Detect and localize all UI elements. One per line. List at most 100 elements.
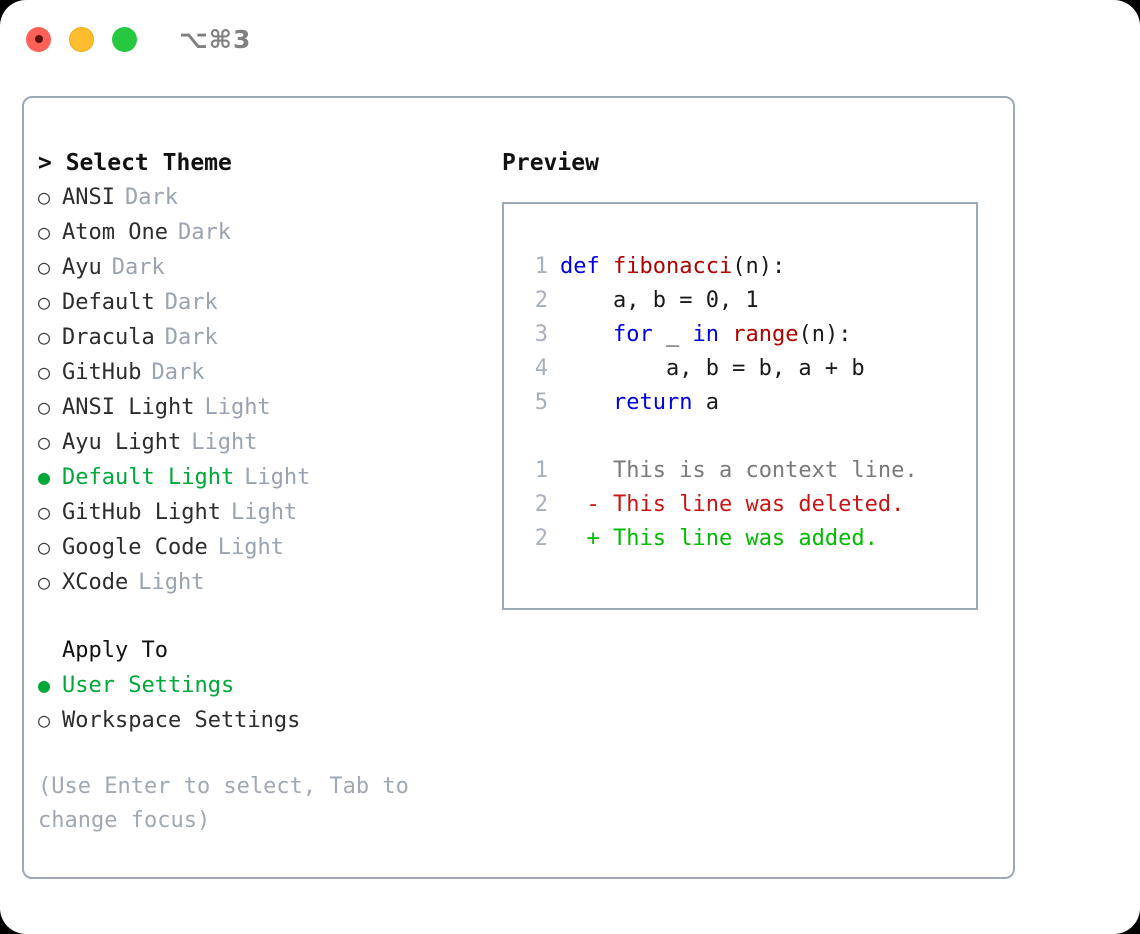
theme-name-label: Default	[62, 290, 155, 315]
keyboard-shortcut-label: ⌥⌘3	[179, 24, 252, 54]
theme-mode-tag: Light	[138, 570, 205, 595]
theme-mode-tag: Dark	[151, 360, 205, 385]
radio-unselected-icon: ○	[38, 535, 51, 559]
page-title: > Select Theme	[38, 150, 232, 176]
code-token-kw: return	[612, 390, 693, 415]
theme-mode-tag: Dark	[177, 220, 231, 245]
code-line: 3 for _ in range(n):	[518, 318, 976, 352]
apply-to-option[interactable]: ○ Workspace Settings	[38, 703, 478, 738]
code-line: 5 return a	[518, 386, 976, 420]
radio-unselected-icon: ○	[38, 255, 51, 279]
diff-line: 2 - This line was deleted.	[518, 488, 976, 522]
code-line: 4 a, b = b, a + b	[518, 352, 976, 386]
code-line: 2 a, b = 0, 1	[518, 284, 976, 318]
diff-marker: -	[560, 492, 600, 517]
code-token-plain: a	[692, 390, 719, 415]
theme-name-label: Ayu Light	[62, 430, 182, 455]
apply-to-option[interactable]: ●User Settings	[38, 668, 478, 703]
apply-to-option-label: Workspace Settings	[62, 708, 301, 733]
minimize-window-button[interactable]	[69, 26, 94, 52]
theme-name-label: Google Code	[62, 535, 208, 560]
code-diff-separator	[518, 420, 976, 454]
radio-selected-icon: ●	[38, 673, 51, 697]
theme-list-item[interactable]: ● Default Light Light	[38, 460, 478, 495]
radio-unselected-icon: ○	[38, 708, 51, 732]
recording-indicator-icon	[34, 35, 43, 43]
theme-mode-tag: Light	[244, 465, 311, 490]
close-window-button[interactable]	[26, 26, 51, 52]
diff-marker: +	[560, 526, 600, 551]
code-line-text: a, b = b, a + b	[560, 352, 865, 386]
theme-list-item[interactable]: ○ Google Code Light	[38, 530, 478, 565]
theme-mode-tag: Dark	[111, 255, 165, 280]
code-token-kw: def	[560, 254, 613, 279]
maximize-window-button[interactable]	[112, 26, 137, 52]
radio-selected-icon: ●	[38, 465, 51, 489]
diff-line-text: This line was deleted.	[599, 492, 905, 517]
code-token-plain: _	[652, 322, 693, 347]
code-line-text: a, b = 0, 1	[560, 284, 759, 318]
radio-unselected-icon: ○	[38, 430, 51, 454]
theme-mode-tag: Light	[204, 395, 271, 420]
theme-list-item[interactable]: ○ Atom One Dark	[38, 215, 478, 250]
code-token-plain	[719, 322, 732, 347]
diff-line-text: This line was added.	[599, 526, 878, 551]
code-token-plain	[560, 322, 613, 347]
radio-unselected-icon: ○	[38, 290, 51, 314]
theme-mode-tag: Dark	[124, 185, 178, 210]
code-token-plain: a, b = 0, 1	[560, 288, 759, 313]
title-bar: ⌥⌘3	[0, 0, 1140, 78]
radio-unselected-icon: ○	[38, 220, 51, 244]
theme-name-label: Default Light	[62, 465, 235, 490]
preview-title: Preview	[502, 150, 599, 176]
diff-sample: 1 This is a context line.2 - This line w…	[518, 454, 976, 556]
code-line: 1 def fibonacci(n):	[518, 250, 976, 284]
diff-line-number: 2	[534, 526, 548, 551]
theme-mode-tag: Dark	[164, 325, 218, 350]
diff-line: 1 This is a context line.	[518, 454, 976, 488]
code-line-text: def fibonacci(n):	[560, 250, 785, 284]
theme-name-label: ANSI Light	[62, 395, 195, 420]
apply-to-heading: Apply To	[62, 638, 168, 663]
code-token-fn: fibonacci	[612, 254, 733, 279]
code-line-text: return a	[560, 386, 719, 420]
radio-unselected-icon: ○	[38, 500, 51, 524]
keyboard-hint-text: (Use Enter to select, Tab to change focu…	[38, 774, 409, 833]
theme-list-item[interactable]: ○ Default Dark	[38, 285, 478, 320]
apply-to-list[interactable]: ●User Settings ○ Workspace Settings	[38, 668, 478, 738]
theme-name-label: ANSI	[62, 185, 115, 210]
code-line-number: 2	[534, 288, 548, 313]
code-line-number: 1	[534, 254, 548, 279]
theme-name-label: Atom One	[62, 220, 168, 245]
theme-mode-tag: Dark	[164, 290, 218, 315]
theme-name-label: Ayu	[62, 255, 102, 280]
theme-list-item[interactable]: ○ GitHub Light Light	[38, 495, 478, 530]
radio-unselected-icon: ○	[38, 570, 51, 594]
diff-line-number: 1	[534, 458, 548, 483]
code-token-plain: a, b = b, a + b	[560, 356, 865, 381]
theme-mode-tag: Light	[230, 500, 298, 525]
window-controls	[26, 26, 137, 52]
diff-line: 2 + This line was added.	[518, 522, 976, 556]
code-line-number: 3	[534, 322, 548, 347]
diff-line-text: This is a context line.	[599, 458, 918, 483]
theme-mode-tag: Light	[217, 535, 284, 560]
code-line-number: 5	[534, 390, 548, 415]
diff-line-number: 2	[534, 492, 548, 517]
code-token-plain: (n):	[798, 322, 852, 347]
theme-list-item[interactable]: ○ Ayu Dark	[38, 250, 478, 285]
theme-name-label: GitHub Light	[62, 500, 221, 525]
